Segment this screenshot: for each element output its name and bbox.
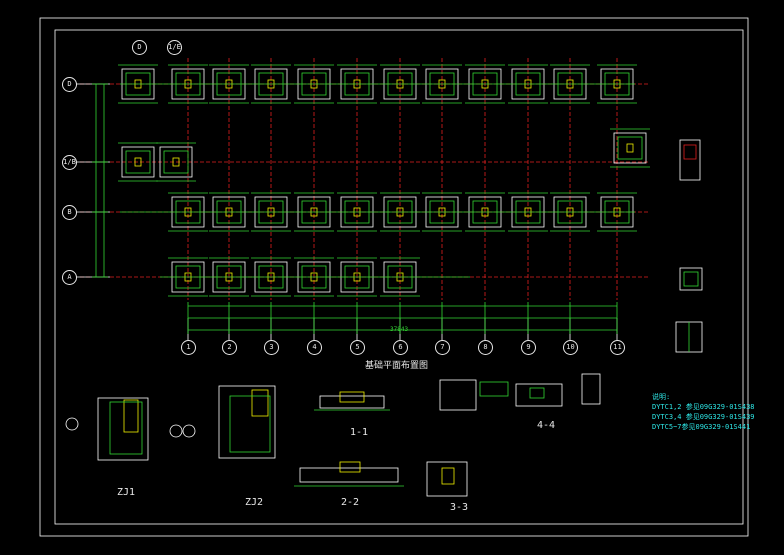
zj2-grid-bubble-b bbox=[182, 424, 196, 438]
grid-bubble-row-a: A bbox=[62, 270, 77, 285]
plan-title: 基础平面布置图 bbox=[365, 361, 429, 371]
section-3-3-body bbox=[426, 461, 468, 497]
section-1-1-body bbox=[319, 395, 385, 409]
section-detail-c bbox=[581, 373, 601, 405]
detail-right-2 bbox=[679, 267, 703, 291]
notes-line-2: DYTC3,4 参见09G329-01S439 bbox=[652, 413, 755, 421]
inner-frame bbox=[54, 29, 744, 525]
caption-section-4-4: 4-4 bbox=[537, 420, 556, 431]
footing-extra-1b-2-outline bbox=[159, 146, 193, 178]
zj1-pad bbox=[109, 401, 143, 455]
grid-bubble-top-1e: 1/E bbox=[167, 40, 182, 55]
detail-right-2-pad bbox=[683, 271, 699, 287]
footing-extra-1b-pad bbox=[125, 150, 151, 174]
grid-bubble-row-1b: 1/B bbox=[62, 155, 77, 170]
notes-line-3: DYTC5~7参见09G329-01S441 bbox=[652, 423, 751, 431]
zj2-pad bbox=[229, 395, 271, 453]
section-1-1-beam bbox=[339, 391, 365, 403]
grid-bubble-col-3: 3 bbox=[264, 340, 279, 355]
section-2-2-body bbox=[299, 467, 399, 483]
zj2-detail-outline bbox=[218, 385, 276, 459]
section-2-2-beam bbox=[339, 461, 361, 473]
grid-bubble-col-1: 1 bbox=[181, 340, 196, 355]
caption-section-3-3: 3-3 bbox=[450, 502, 469, 513]
section-detail-b bbox=[479, 381, 509, 397]
zj1-grid-bubble bbox=[65, 417, 79, 431]
grid-bubble-col-9: 9 bbox=[521, 340, 536, 355]
section-4-4-core bbox=[529, 387, 545, 399]
section-4-4-body bbox=[515, 383, 563, 407]
notes-block: 说明: DYTC1,2 参见09G329-01S438 DYTC3,4 参见09… bbox=[652, 392, 755, 432]
grid-bubble-col-7: 7 bbox=[435, 340, 450, 355]
grid-bubble-col-8: 8 bbox=[478, 340, 493, 355]
footing-extra-right-outline bbox=[613, 132, 647, 164]
outer-frame bbox=[39, 17, 749, 537]
grid-bubble-col-4: 4 bbox=[307, 340, 322, 355]
grid-bubble-row-d: D bbox=[62, 77, 77, 92]
grid-bubble-top-d: D bbox=[132, 40, 147, 55]
zj2-grid-bubble-c bbox=[169, 424, 183, 438]
footing-extra-1b-2-pad bbox=[163, 150, 189, 174]
section-detail-a bbox=[439, 379, 477, 411]
detail-right-1 bbox=[679, 139, 701, 181]
footing-extra-right-pad bbox=[617, 136, 643, 160]
caption-section-1-1: 1-1 bbox=[350, 427, 369, 438]
grid-bubble-col-11: 11 bbox=[610, 340, 625, 355]
zj1-detail-outline bbox=[97, 397, 149, 461]
footing-extra-1b-outline bbox=[121, 146, 155, 178]
footing-extra-1b-column bbox=[134, 157, 142, 167]
overall-dimension: 37843 bbox=[390, 326, 409, 333]
detail-right-1-core bbox=[683, 144, 697, 160]
grid-bubble-col-5: 5 bbox=[350, 340, 365, 355]
footing-extra-1b-2-column bbox=[172, 157, 180, 167]
zj1-hatch bbox=[123, 399, 139, 433]
caption-section-2-2: 2-2 bbox=[341, 497, 360, 508]
grid-bubble-col-10: 10 bbox=[563, 340, 578, 355]
grid-bubble-col-6: 6 bbox=[393, 340, 408, 355]
notes-title: 说明: bbox=[652, 393, 671, 401]
caption-zj2: ZJ2 bbox=[245, 497, 264, 508]
grid-bubble-col-2: 2 bbox=[222, 340, 237, 355]
grid-bubble-row-b: B bbox=[62, 205, 77, 220]
caption-zj1: ZJ1 bbox=[117, 487, 136, 498]
footing-extra-right-column bbox=[626, 143, 634, 153]
section-3-3-core bbox=[441, 467, 455, 485]
zj2-hatch bbox=[251, 389, 269, 417]
notes-line-1: DYTC1,2 参见09G329-01S438 bbox=[652, 403, 755, 411]
